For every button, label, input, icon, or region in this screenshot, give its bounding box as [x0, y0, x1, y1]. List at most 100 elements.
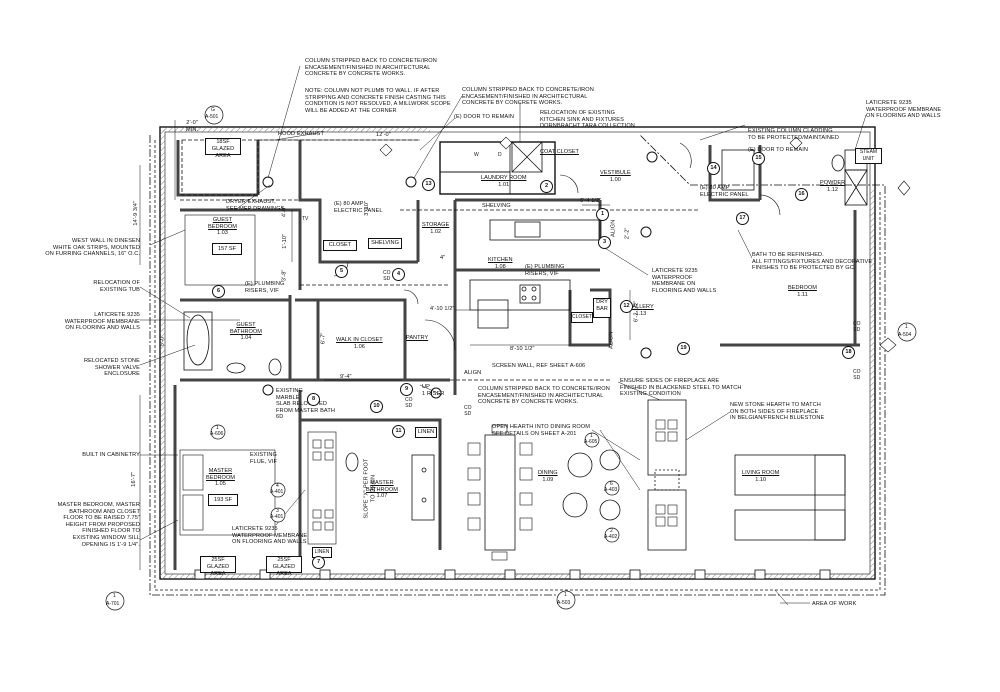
co-sd-tag-2: CO SD [853, 321, 861, 333]
dim-9-4: 9'-4" [340, 374, 352, 380]
note-laticrete-left: LATICRETE 9235 WATERPROOF MEMBRANE ON FL… [64, 312, 140, 332]
ref-606-sheet: A-606 [210, 431, 224, 437]
area-master-bedroom: 193 SF [208, 494, 238, 506]
ref-402-sheet: A-402 [604, 534, 618, 540]
shelving-box-1: SHELVING [368, 238, 402, 249]
note-west-wall: WEST WALL IN DINESEN WHITE OAK STRIPS, M… [45, 238, 140, 258]
dim-4-10: 4'-10 1/2" [430, 306, 455, 312]
keynote-12: 12 [620, 300, 633, 313]
note-column-stripped-mid: COLUMN STRIPPED BACK TO CONCRETE/IRON EN… [462, 87, 594, 107]
dryer-label: D [498, 152, 502, 158]
ref-401b-number: 3 [276, 508, 279, 514]
dim-3-10: 3'-10" [364, 200, 371, 216]
ref-top-sheet: A-501 [205, 114, 219, 120]
co-sd-tag-4: CO SD [405, 397, 413, 409]
keynote-9: 9 [400, 383, 413, 396]
keynote-13: 13 [422, 178, 435, 191]
keynote-8: 8 [307, 393, 320, 406]
note-new-stone-hearth: NEW STONE HEARTH TO MATCH ON BOTH SIDES … [730, 402, 825, 422]
room-pantry: PANTRY [406, 335, 429, 341]
keynote-7: 7 [312, 556, 325, 569]
steam-unit-box: STEAM UNIT [855, 148, 882, 164]
ref-right-number: 1 [905, 324, 908, 330]
dim-6-7: 6'-7" [320, 332, 327, 345]
note-existing-marble: EXISTING MARBLE SLAB RELOCATED FROM MAST… [276, 388, 335, 421]
dim-12-0: 12'-0" [376, 132, 391, 138]
dim-6-2: 6'-2 1/2" [633, 300, 640, 322]
dim-4-0: 4'-0" [281, 205, 288, 218]
keynote-2: 2 [540, 180, 553, 193]
ref-401b-sheet: A-401 [270, 514, 284, 520]
note-built-in-cabinetry: BUILT IN CABINETRY [82, 452, 140, 458]
note-column-stripped-top: COLUMN STRIPPED BACK TO CONCRETE/IRON EN… [305, 58, 437, 78]
dim-4-in: 4" [440, 255, 446, 261]
note-bath-refinish: BATH TO BE REFINISHED. ALL FITTINGS/FIXT… [752, 252, 873, 272]
note-screen-wall: SCREEN WALL, REF SHEET A-606 [492, 363, 586, 369]
note-electric-panel-left: (E) 80 AMP ELECTRIC PANEL [334, 201, 383, 214]
ref-403-sheet: A-403 [604, 487, 618, 493]
keynote-3: 3 [598, 236, 611, 249]
note-master-floor-raised: MASTER BEDROOM, MASTER BATHROOM AND CLOS… [57, 502, 140, 548]
ref-top-number: G [211, 107, 215, 113]
note-plumbing-2: (E) PLUMBING RISERS, VIF [525, 264, 565, 277]
dim-2-2: 2'-2" [624, 227, 631, 240]
note-laticrete-kitchen: LATICRETE 9235 WATERPROOF MEMBRANE ON FL… [652, 268, 717, 294]
co-sd-tag-3: CO SD [853, 369, 861, 381]
ref-402-number: 2 [610, 528, 613, 534]
dim-1-10: 1'-10" [282, 233, 289, 249]
ref-401a-sheet: A-401 [270, 489, 284, 495]
ref-605-number: 1 [590, 433, 593, 439]
keynote-5: 5 [335, 265, 348, 278]
note-plumbing-1: (E) PLUMBING RISERS, VIF [245, 281, 285, 294]
note-up-riser: UP 1 RISER [422, 384, 445, 397]
note-relocation-tub: RELOCATION OF EXISTING TUB [93, 280, 140, 293]
note-align-1: ALIGN [464, 370, 482, 376]
keynote-15: 15 [752, 152, 765, 165]
note-align-3: ALIGN [610, 219, 617, 237]
area-guest-bedroom: 157 SF [212, 243, 242, 255]
note-column-stripped-bot: COLUMN STRIPPED BACK TO CONCRETE/IRON EN… [478, 386, 610, 406]
dim-6-4: 6'-4 1/2" [580, 198, 602, 204]
ref-bottom-sheet: A-503 [557, 600, 571, 606]
note-column-not-plumb: NOTE: COLUMN NOT PLUMB TO WALL. IF AFTER… [305, 88, 451, 114]
note-dryer-exhaust: DRYER EXHAUST, SEE MEP DRAWINGS [226, 199, 285, 212]
note-relocation-sink: RELOCATION OF EXISTING KITCHEN SINK AND … [540, 110, 635, 130]
keynote-17: 17 [736, 212, 749, 225]
note-door-remain-1: (E) DOOR TO REMAIN [454, 114, 515, 120]
keynote-16: 16 [795, 188, 808, 201]
note-area-of-work: AREA OF WORK [812, 601, 857, 607]
dry-bar-box: DRY BAR [593, 298, 611, 318]
area-of-work-boundary [149, 134, 886, 596]
washer-label: W [474, 152, 479, 158]
keynote-18: 18 [842, 346, 855, 359]
dim-3-8: 3'-8" [281, 269, 288, 282]
note-existing-flue: EXISTING FLUE, VIF [250, 452, 278, 465]
linen-box-1: LINEN [415, 427, 437, 438]
keynote-10: 10 [370, 400, 383, 413]
ref-left-bottom-sheet: A-701 [106, 601, 120, 607]
ref-605-sheet: A-605 [584, 439, 598, 445]
tv-label: TV [302, 216, 309, 222]
closet-box-2: CLOSET [571, 312, 593, 323]
keynote-1: 1 [596, 208, 609, 221]
co-sd-tag-5: CO SD [464, 405, 472, 417]
ref-left-bottom-number: 1 [113, 593, 116, 599]
glazed-area-bottom-2: 25SF GLAZED AREA [266, 556, 302, 577]
dim-16-7: 16'-7" [131, 471, 138, 487]
dim-5-0: 5'-0" [159, 334, 166, 347]
dim-8-10: 8'-10 1/2" [510, 346, 535, 352]
glazed-area-bottom-1: 25SF GLAZED AREA [200, 556, 236, 577]
dim-14-9: 14'-9 3/4" [133, 201, 139, 226]
ref-606-number: 1 [216, 425, 219, 431]
note-align-2: ALIGN [608, 331, 615, 349]
keynote-19: 19 [677, 342, 690, 355]
